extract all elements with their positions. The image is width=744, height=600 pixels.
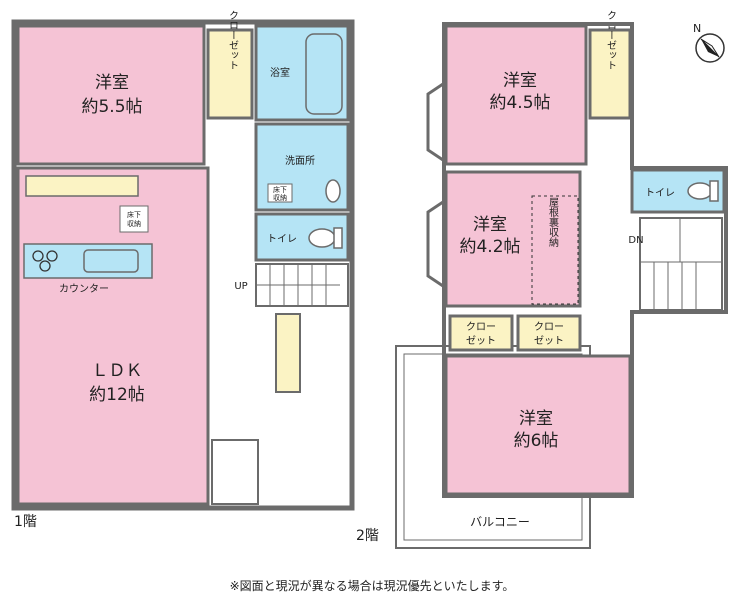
floor1-outline [11,19,355,511]
floor1-bath-label: 浴室 [270,66,290,79]
ldk-floor-storage-label-a: 床下 [127,210,141,219]
floor2-western-room-1-name: 洋室 [503,71,537,91]
floor2-western-room-1 [444,24,588,166]
floor2-closet-2-line2: ゼット [466,335,496,347]
ldk-floor-storage-label-b: 収納 [127,219,141,228]
floor1-washroom-label: 洗面所 [285,155,315,167]
floor2-closet-2-line1: クロー [466,321,496,333]
compass-icon: N [693,22,725,63]
floor2-closet-1 [588,28,632,120]
floor1-closet [206,28,254,120]
floor2-stairs-label: DN [628,235,643,246]
floor2-western-room-3-name: 洋室 [519,409,553,429]
floor1-western-room [16,24,206,166]
ldk-size: 約12帖 [89,385,145,405]
kitchen-cabinet [25,175,139,197]
floor1-entrance [211,439,259,505]
floor1-western-room-name: 洋室 [95,73,129,93]
counter-label: カウンター [59,283,109,295]
floor1-toilet-label: トイレ [267,234,297,245]
floor1-hall-closet [275,313,301,393]
floor2-closet-3 [516,314,582,352]
bay-window [426,80,447,164]
floor2-western-room-2-name: 洋室 [473,215,507,235]
floor2-closet-2 [448,314,514,352]
floor2-western-room-3-size: 約6帖 [514,431,559,451]
attic-storage [531,195,579,305]
floor1-windows [13,21,160,509]
stove-burner-icon [32,250,44,262]
footnote: ※図面と現況が異なる場合は現況優先といたします。 [229,579,515,593]
attic-storage-label: 屋根裏収納 [547,197,559,248]
bathtub [305,33,343,115]
compass-north-label: N [693,22,701,35]
stove-burner-icon [46,250,58,262]
ldk-name: ＬＤＫ [92,361,143,381]
floor2-western-room-2-size: 約4.2帖 [459,237,520,257]
floor2-closet-3-line1: クロー [534,321,564,333]
floor2-western-room-2 [444,170,582,308]
floor-2: バルコニー 洋室 約4.5帖 クローゼット トイレ DN 洋室 約4.2帖 屋根… [395,10,728,549]
floor1-label: 1階 [14,514,37,530]
stove-burner-icon [39,260,51,272]
balcony-label: バルコニー [470,515,530,529]
toilet-tank-icon [333,227,343,249]
toilet-tank-icon [709,180,719,202]
floor1-stairs-label: UP [234,281,247,292]
floor-storage-label-b: 収納 [273,193,287,202]
floor2-closet-3-line2: ゼット [534,335,564,347]
toilet-icon [687,182,713,200]
floor-storage-label-a: 床下 [273,185,287,194]
floor-1: 洋室 約5.5帖 クローゼット 浴室 洗面所 床下 収納 トイレ UP [11,10,355,511]
floor2-stairs [639,217,723,311]
kitchen-sink-icon [83,249,139,273]
floor2-closet-1-label: クローゼット [605,10,617,70]
floor2-toilet-label: トイレ [645,188,675,199]
bay-window [426,198,447,290]
floor2-outline [442,22,728,498]
floor1-western-room-size: 約5.5帖 [81,97,142,117]
floor1-closet-label: クローゼット [227,10,239,70]
floor2-western-room-1-size: 約4.5帖 [489,93,550,113]
ldk-floor-storage-icon [119,205,149,233]
sink-icon [325,179,341,203]
floor1-stairs [255,263,349,307]
floor2-western-room-3 [444,354,632,496]
floor1-ldk [16,166,210,506]
toilet-icon [308,228,336,248]
floor2-label: 2階 [356,528,379,544]
floor-storage-icon [267,183,293,203]
